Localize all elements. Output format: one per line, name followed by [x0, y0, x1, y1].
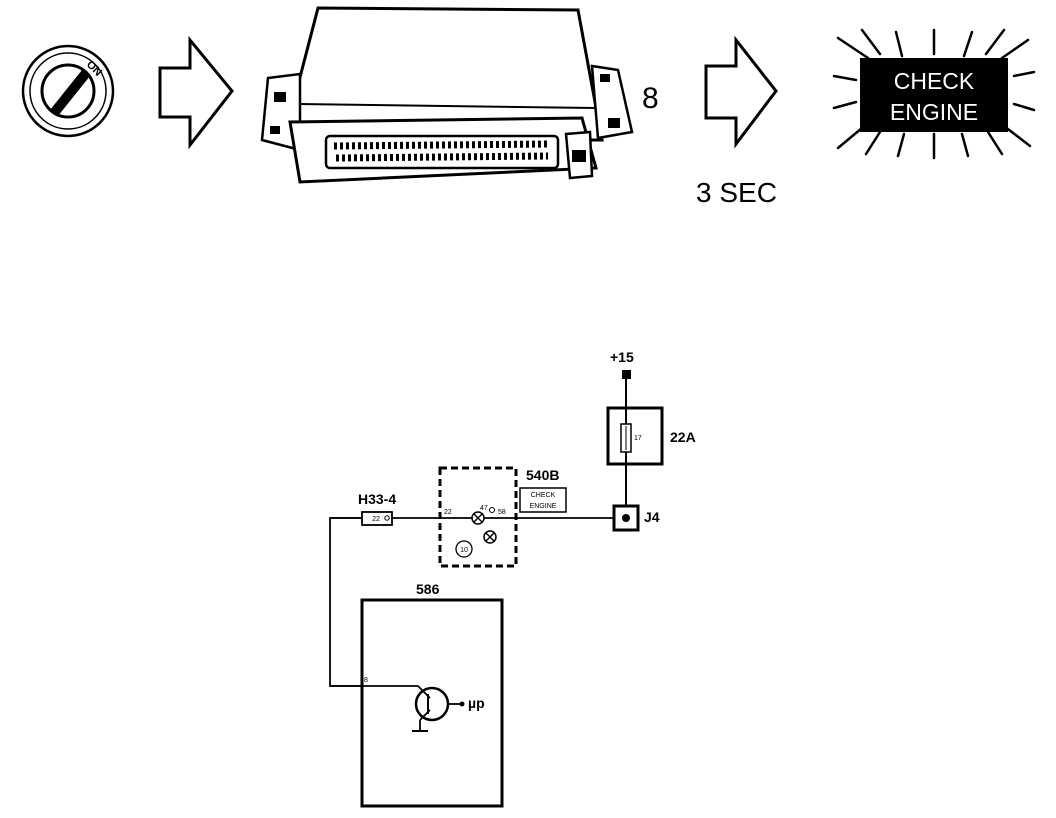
connector-j4-label: J4 [644, 509, 660, 525]
connector-h33-label: H33-4 [358, 491, 396, 507]
fuse-box-label: 22A [670, 429, 696, 445]
ignition-switch-icon: ON [21, 44, 115, 138]
ecu-module-icon [260, 6, 634, 184]
fuse-number: 17 [634, 435, 642, 442]
lamp-reference: 10 [460, 547, 468, 554]
indicator-label-line1: CHECK [531, 492, 556, 499]
fuse-box [606, 406, 664, 466]
microprocessor-label: µp [468, 695, 485, 711]
instrument-cluster-label: 540B [526, 467, 559, 483]
pin-22-label: 22 [444, 509, 452, 516]
flow-arrow-1 [158, 35, 234, 150]
lamp-reference-circle [455, 540, 473, 558]
check-engine-lamp-icon [832, 28, 1036, 160]
secondary-bulb-icon [483, 530, 497, 544]
ecu-block-label: 586 [416, 581, 440, 597]
transistor-icon [412, 685, 465, 732]
ecu-reference-number: 8 [642, 82, 659, 115]
lamp-text-check: CHECK [894, 68, 975, 94]
flow-arrow-2 [704, 35, 778, 149]
delay-label: 3 SEC [696, 177, 777, 208]
supply-label: +15 [610, 349, 634, 365]
indicator-label-line2: ENGINE [530, 503, 557, 510]
indicator-label-box [519, 487, 567, 513]
check-engine-bulb-icon [471, 511, 485, 525]
lamp-text-engine: ENGINE [890, 99, 978, 125]
pin-58-label: 58 [498, 509, 506, 516]
connector-h33-pin: 22 [372, 516, 380, 523]
pin-47-label: 47 [480, 505, 488, 512]
supply-terminal [622, 370, 631, 379]
ecu-pin-label: 8 [364, 677, 368, 684]
